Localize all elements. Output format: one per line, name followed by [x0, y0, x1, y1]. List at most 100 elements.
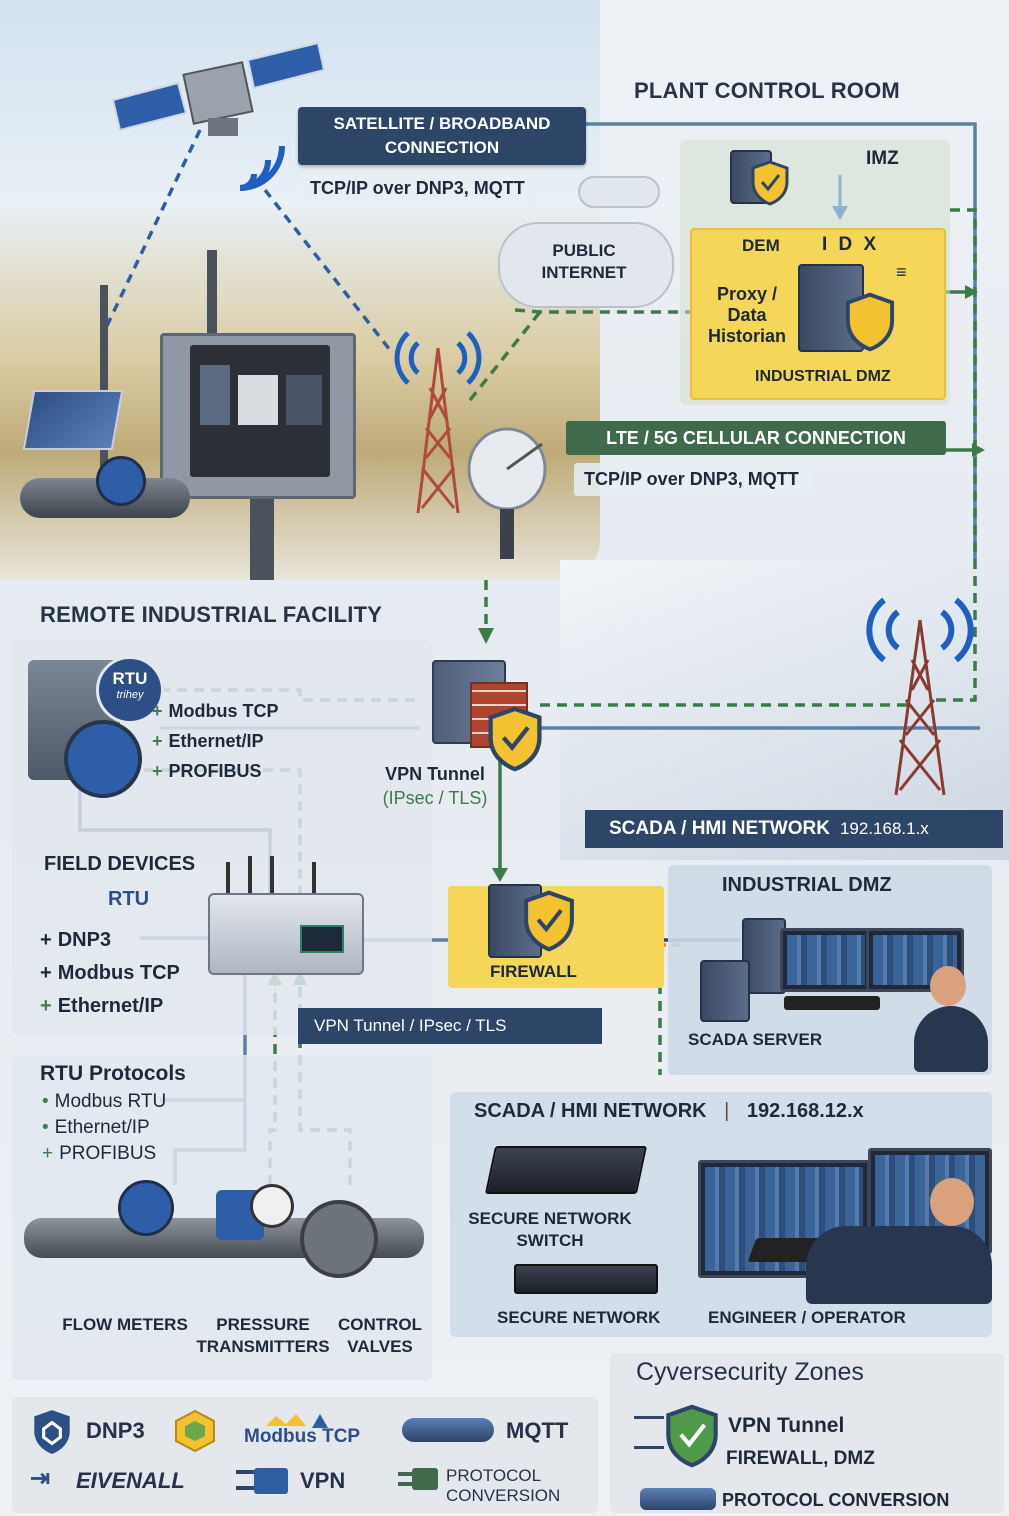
- router-antenna: [248, 856, 252, 896]
- cybersecurity-zones-title: Cyversecurity Zones: [636, 1358, 864, 1386]
- bullet: +: [42, 1143, 54, 1164]
- arrow-head-lte: [972, 443, 985, 457]
- legend-eivenall-label: EIVENALL: [76, 1468, 185, 1493]
- bullet: +: [152, 761, 163, 781]
- pressure-transmitters-label: PRESSURE TRANSMITTERS: [192, 1314, 334, 1358]
- proxy-line2: Data: [727, 305, 767, 325]
- bullet: +: [40, 929, 52, 951]
- zone-connector-icon: [640, 1488, 716, 1510]
- secure-network-device-icon: [514, 1264, 658, 1294]
- rtu-badge-title: RTU: [112, 669, 148, 688]
- protocol-label: PROFIBUS: [168, 761, 262, 781]
- tower-to-cloud-line: [468, 310, 542, 402]
- small-cloud-icon: [578, 176, 660, 208]
- scada-server-label: SCADA SERVER: [688, 1030, 823, 1049]
- cabinet-module: [238, 375, 278, 425]
- control-valves-label: CONTROL VALVES: [330, 1314, 430, 1358]
- vpn-line2: (IPsec / TLS): [382, 788, 488, 808]
- transmitter-icon: [96, 456, 146, 506]
- imz-label: IMZ: [866, 148, 899, 169]
- scada-bar-title: SCADA / HMI NETWORK: [609, 818, 830, 839]
- bullet: +: [152, 701, 163, 721]
- cabinet-pole: [250, 490, 274, 580]
- zone-line-icon: [634, 1446, 664, 1449]
- rtu-badge: RTU trihey: [96, 656, 164, 724]
- bullet: •: [42, 1091, 49, 1112]
- satellite-box-line2: CONNECTION: [384, 138, 500, 157]
- satellite-icon: [111, 41, 326, 136]
- lte-connection-box: LTE / 5G CELLULAR CONNECTION: [566, 421, 946, 455]
- engineer-operator-label: ENGINEER / OPERATOR: [708, 1308, 906, 1327]
- scada-net-ip: 192.168.12.x: [746, 1100, 864, 1122]
- arrow-head-vpn: [478, 628, 494, 644]
- sat-to-tower-line: [263, 188, 392, 352]
- remote-facility-title: REMOTE INDUSTRIAL FACILITY: [40, 602, 383, 627]
- device-protocol-list: +Modbus TCP +Ethernet/IP +PROFIBUS: [152, 696, 279, 786]
- vpn-shield-icon: [488, 706, 542, 772]
- bullet: +: [40, 962, 52, 984]
- rtu-protocols-title: RTU Protocols: [40, 1062, 186, 1085]
- arrow-bracket-icon: ⇥: [30, 1465, 51, 1492]
- bullet: •: [42, 1117, 49, 1138]
- field-devices-label: FIELD DEVICES: [44, 853, 196, 875]
- proxy-line1: Proxy /: [716, 284, 778, 304]
- cable-icon: [402, 1418, 494, 1442]
- network-switch-icon: [484, 1146, 648, 1194]
- field-gauge-icon: [64, 720, 142, 798]
- protocol-label: Modbus TCP: [57, 962, 180, 984]
- operator-body: [914, 1006, 988, 1072]
- dem-label: DEM: [742, 236, 780, 255]
- device-protocol-item: +Ethernet/IP: [152, 726, 279, 756]
- cloud-line2: INTERNET: [541, 263, 627, 282]
- device-label-line: FLOW METERS: [62, 1315, 188, 1334]
- scada-monitor-icon: [780, 928, 872, 992]
- proxy-line3: Historian: [708, 326, 787, 346]
- router-display: [300, 925, 344, 953]
- vpn-tunnel-bar: VPN Tunnel / IPsec / TLS: [298, 1008, 602, 1044]
- protocol-label: Ethernet/IP: [168, 731, 264, 751]
- flow-meters-label: FLOW METERS: [52, 1314, 198, 1336]
- protocol-label: Modbus RTU: [54, 1091, 167, 1112]
- zone-firewall-label: FIREWALL, DMZ: [726, 1448, 875, 1469]
- legend-modbus-label: Modbus TCP: [244, 1426, 361, 1447]
- arrow-head-fw: [492, 868, 508, 882]
- public-internet-cloud: [498, 222, 674, 308]
- protocol-label: Ethernet/IP: [54, 1117, 150, 1138]
- protocol-label: Modbus TCP: [168, 701, 279, 721]
- rtu-protocol-item: +DNP3: [40, 924, 180, 957]
- legend-vpn-label: VPN: [300, 1468, 346, 1493]
- zone-shield-icon: [666, 1404, 718, 1468]
- bullet: +: [40, 995, 52, 1017]
- cell-tower-icon: [394, 331, 482, 514]
- firewall-label: FIREWALL: [490, 962, 577, 981]
- solar-panel-icon: [22, 390, 124, 450]
- cabinet-module: [286, 375, 322, 425]
- proxy-label: Proxy / Data Historian: [708, 284, 786, 347]
- lte-protocol-label: TCP/IP over DNP3, MQTT: [574, 463, 809, 496]
- device-label-line: VALVES: [347, 1337, 413, 1356]
- modbus-logo-icon: [266, 1414, 328, 1428]
- scada-hmi-network-title: SCADA / HMI NETWORK | 192.168.12.x: [474, 1100, 864, 1123]
- hexagon-icon: [175, 1409, 215, 1453]
- router-antenna: [270, 856, 274, 896]
- secure-network-label: SECURE NETWORK: [497, 1308, 661, 1327]
- vpn-line1: VPN Tunnel: [385, 764, 485, 784]
- device-label-line: TRANSMITTERS: [196, 1337, 330, 1356]
- rtu-protocols-list: •Modbus RTU •Ethernet/IP +PROFIBUS: [42, 1089, 166, 1167]
- rtu-badge-brand: trihey: [116, 689, 144, 701]
- switch-line1: SECURE NETWORK: [468, 1209, 632, 1228]
- switch-line2: SWITCH: [516, 1231, 584, 1250]
- bullet: +: [152, 731, 163, 751]
- cabinet-module: [200, 365, 230, 425]
- scada-server-icon-2: [700, 960, 750, 1022]
- cloud-line1: PUBLIC: [552, 241, 616, 260]
- legend-mqtt-label: MQTT: [506, 1418, 569, 1443]
- satellite-signal-icon: [239, 145, 285, 191]
- control-valve-icon: [300, 1200, 378, 1278]
- protocol-label: Ethernet/IP: [57, 995, 164, 1017]
- rtu-router-icon: [208, 893, 364, 975]
- cloud-to-dmz-line: [514, 308, 690, 314]
- rtu-label: RTU: [108, 888, 150, 910]
- zone-conversion-label: PROTOCOL CONVERSION: [722, 1490, 950, 1510]
